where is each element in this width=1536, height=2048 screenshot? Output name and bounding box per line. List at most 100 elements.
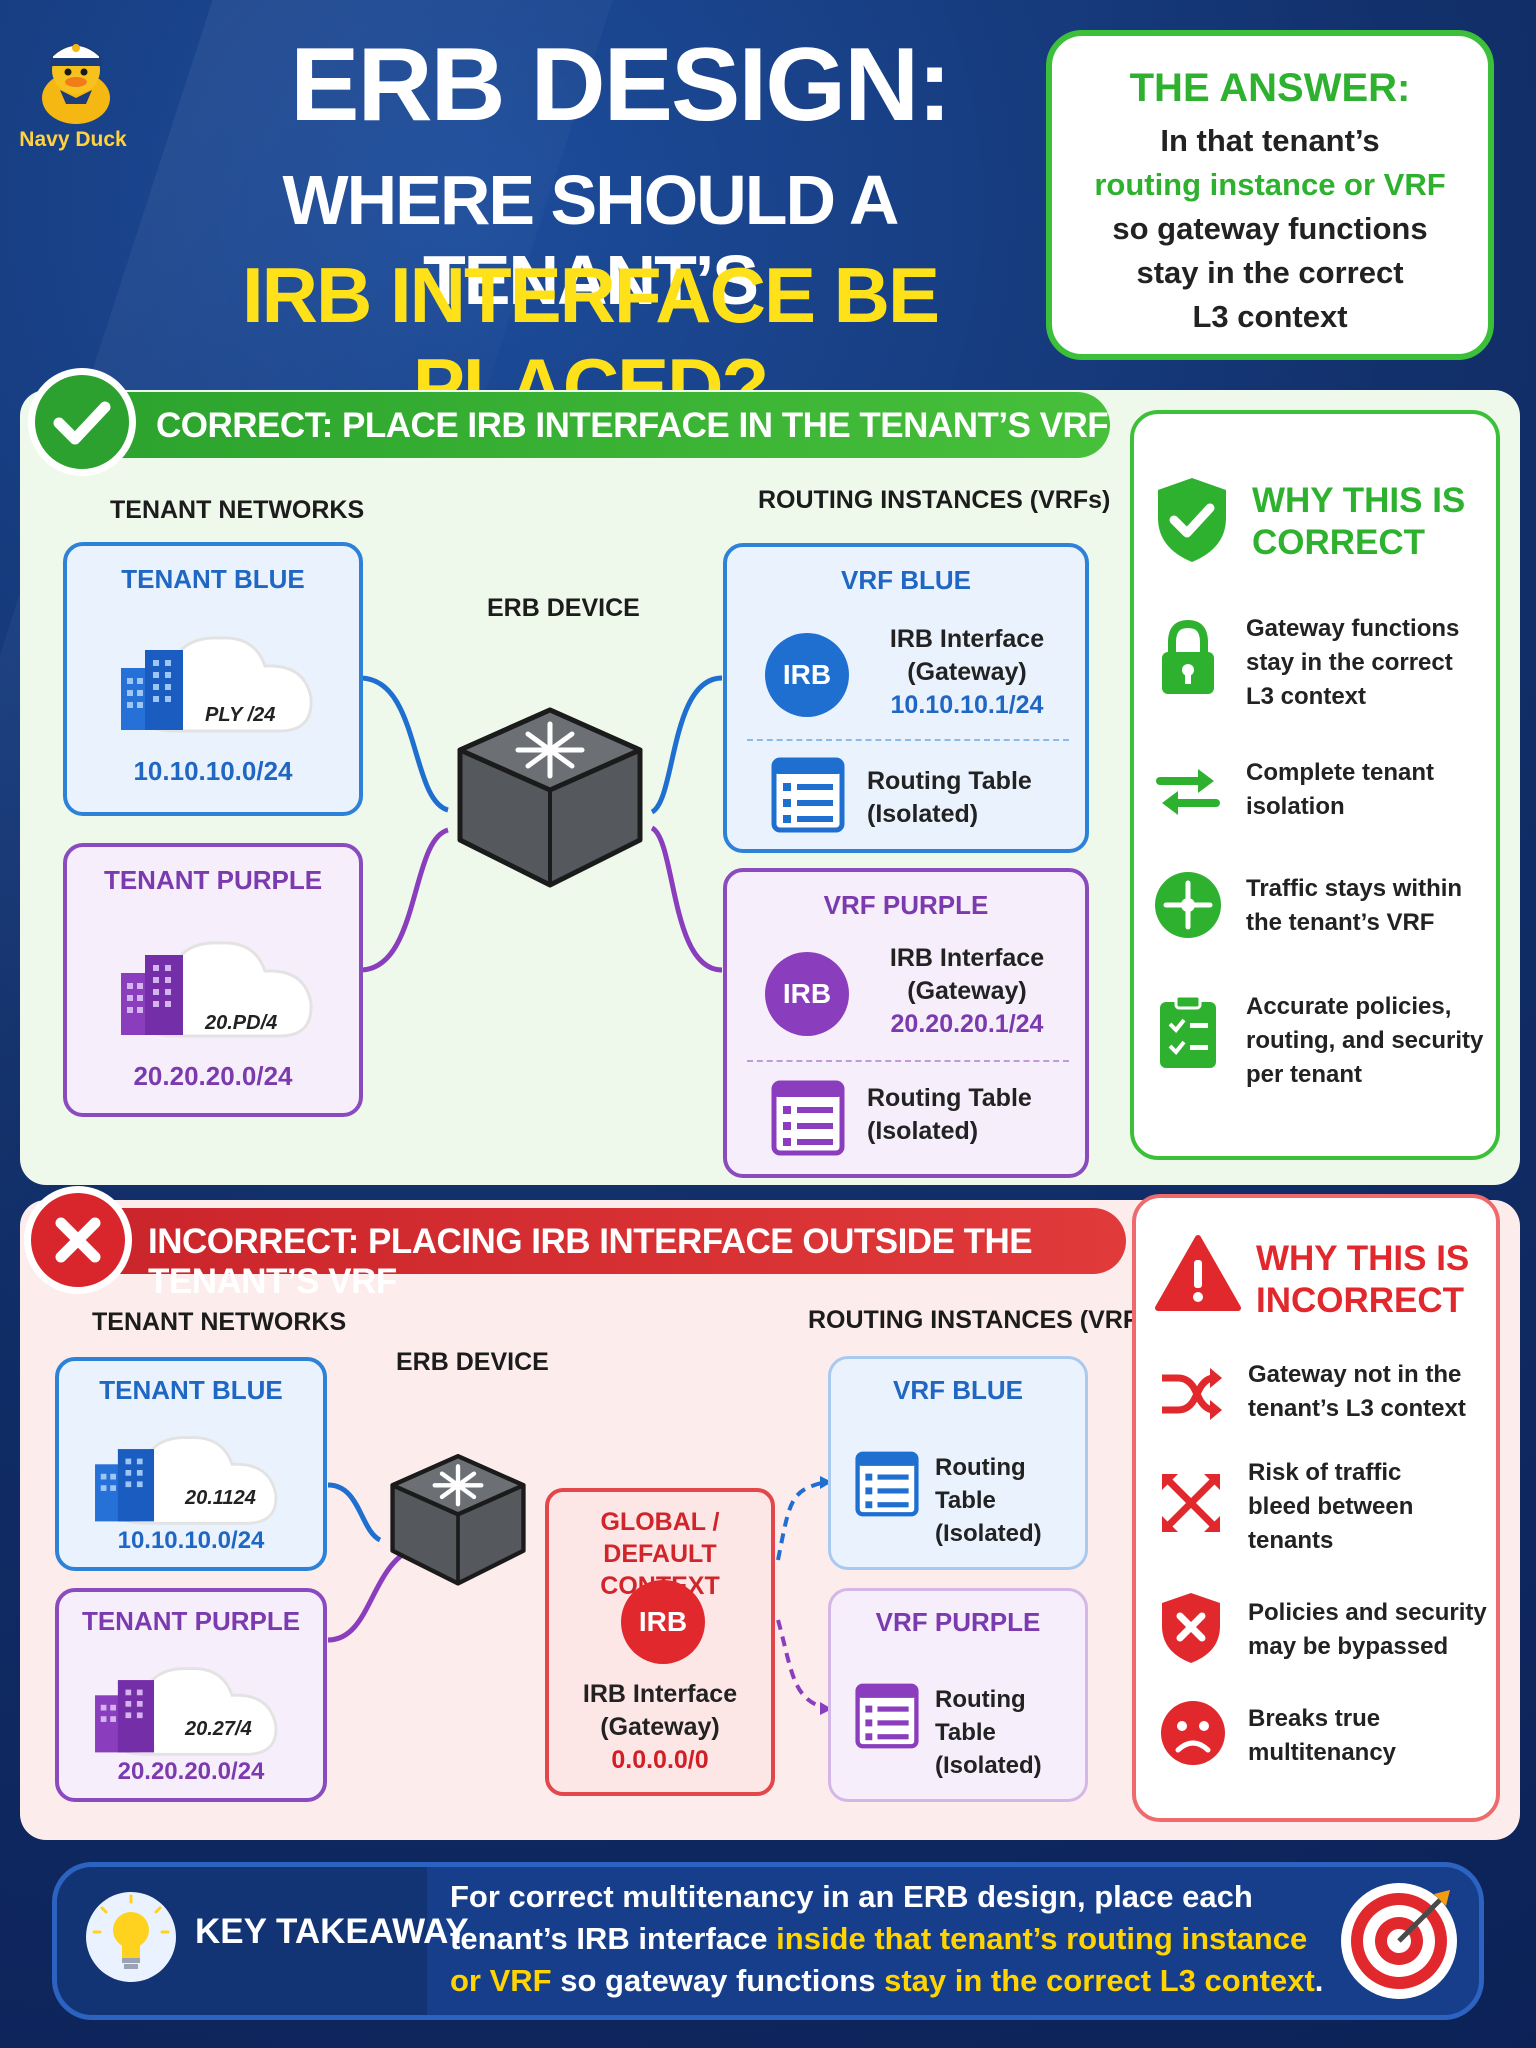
answer-line-3: so gateway functions — [1112, 211, 1428, 246]
answer-heading: THE ANSWER: — [1129, 66, 1411, 110]
shuffle-icon — [1162, 1368, 1222, 1420]
routing-table-icon — [855, 1683, 919, 1749]
vrf-blue-title: VRF BLUE — [841, 565, 971, 595]
item-line: routing, and security — [1246, 1027, 1484, 1054]
rt-line-2: (Isolated) — [867, 800, 979, 828]
incorrect-vrf-purple-box: VRF PURPLE Routing Table (Isolated) — [828, 1588, 1088, 1802]
tenant-networks-label: TENANT NETWORKS — [92, 1308, 347, 1336]
answer-line-5: L3 context — [1192, 299, 1348, 334]
irb-ip: 20.20.20.1/24 — [890, 1010, 1044, 1038]
item-line: the tenant’s VRF — [1246, 909, 1435, 936]
tenant-blue-title: TENANT BLUE — [99, 1375, 283, 1405]
cloud-icon — [95, 1436, 278, 1525]
item-line: isolation — [1246, 793, 1345, 820]
cloud-icon — [121, 941, 313, 1038]
why-correct-item-1: Gateway functions stay in the correct L3… — [1246, 612, 1459, 714]
item-line: Gateway not in the — [1248, 1361, 1462, 1388]
shield-check-icon — [1158, 478, 1226, 562]
erb-device-label: ERB DEVICE — [396, 1348, 549, 1376]
item-line: Gateway functions — [1246, 615, 1460, 642]
cloud-label: 20.27/4 — [185, 1718, 252, 1740]
incorrect-vrf-blue-box: VRF BLUE Routing Table (Isolated) — [828, 1356, 1088, 1570]
item-line: multitenancy — [1248, 1739, 1397, 1766]
item-line: tenant’s L3 context — [1248, 1395, 1466, 1422]
correct-banner: CORRECT: PLACE IRB INTERFACE IN THE TENA… — [60, 392, 1110, 458]
correct-vrf-purple-box: VRF PURPLE IRB IRB Interface (Gateway) 2… — [723, 868, 1089, 1178]
rt-line-2: (Isolated) — [867, 1117, 979, 1145]
checklist-icon — [1160, 994, 1216, 1068]
takeaway-part-2: so gateway functions — [551, 1963, 885, 1998]
why-incorrect-item-2: Risk of traffic bleed between tenants — [1248, 1456, 1413, 1558]
incorrect-tenant-blue-box: TENANT BLUE 20.1124 10.10.10.0/24 — [55, 1357, 327, 1571]
item-line: bleed between — [1248, 1493, 1414, 1520]
vrf-blue-title: VRF BLUE — [893, 1375, 1023, 1405]
correct-connection-lines — [359, 675, 723, 973]
lock-icon — [1162, 619, 1214, 694]
why-heading-line-2: CORRECT — [1252, 523, 1426, 562]
erb-switch-icon — [457, 707, 643, 888]
irb-line-2: (Gateway) — [907, 977, 1027, 1005]
answer-line-4: stay in the correct — [1136, 255, 1404, 290]
why-incorrect-item-4: Breaks true multitenancy — [1248, 1702, 1396, 1770]
tenant-blue-subnet: 10.10.10.0/24 — [133, 756, 293, 786]
why-correct-item-4: Accurate policies, routing, and security… — [1246, 990, 1483, 1092]
irb-badge: IRB — [765, 952, 849, 1036]
erb-device-label: ERB DEVICE — [487, 594, 640, 622]
why-correct-heading: WHY THIS IS CORRECT — [1252, 480, 1465, 564]
arrows-exchange-icon — [1156, 769, 1220, 815]
tenant-blue-subnet: 10.10.10.0/24 — [117, 1527, 265, 1554]
key-takeaway-text: For correct multitenancy in an ERB desig… — [450, 1876, 1330, 2002]
tenant-purple-subnet: 20.20.20.0/24 — [133, 1061, 293, 1091]
vrf-purple-title: VRF PURPLE — [875, 1607, 1041, 1637]
correct-tenant-purple-box: TENANT PURPLE 20.PD/4 20.20.20.0/24 — [63, 843, 363, 1117]
target-icon — [1341, 1883, 1457, 1999]
irb-interface-text: IRB Interface (Gateway) 0.0.0.0/0 — [549, 1678, 771, 1777]
irb-interface-text: IRB Interface (Gateway) 20.20.20.1/24 — [867, 942, 1067, 1041]
divider — [747, 739, 1069, 741]
sad-face-icon — [1161, 1701, 1225, 1765]
answer-line-1: In that tenant’s — [1160, 123, 1380, 158]
routing-table-text: Routing Table (Isolated) — [867, 765, 1037, 831]
answer-text: In that tenant’s routing instance or VRF… — [1052, 119, 1488, 339]
why-correct-box: WHY THIS IS CORRECT Gateway functions st… — [1130, 410, 1500, 1160]
irb-line-1: IRB Interface — [889, 625, 1045, 653]
brand-name: Navy Duck — [19, 128, 127, 151]
x-icon — [55, 1217, 101, 1263]
correct-check-badge — [28, 368, 136, 476]
tenant-purple-subnet: 20.20.20.0/24 — [117, 1758, 265, 1785]
incorrect-tenant-purple-box: TENANT PURPLE 20.27/4 20.20.20.0/24 — [55, 1588, 327, 1802]
correct-vrf-blue-box: VRF BLUE IRB IRB Interface (Gateway) 10.… — [723, 543, 1089, 853]
navy-duck-logo-icon — [42, 44, 110, 124]
why-heading-line-1: WHY THIS IS — [1256, 1239, 1470, 1278]
irb-interface-text: IRB Interface (Gateway) 10.10.10.1/24 — [867, 623, 1067, 722]
irb-badge: IRB — [621, 1580, 705, 1664]
rt-line-1: Routing Table — [935, 1454, 1026, 1514]
tenant-networks-label: TENANT NETWORKS — [110, 496, 365, 524]
cloud-icon — [95, 1667, 278, 1756]
item-line: Policies and security — [1248, 1599, 1487, 1626]
item-line: per tenant — [1246, 1061, 1363, 1088]
routing-table-text: Routing Table (Isolated) — [935, 1451, 1085, 1550]
why-correct-item-2: Complete tenant isolation — [1246, 756, 1434, 824]
why-incorrect-item-3: Policies and security may be bypassed — [1248, 1596, 1487, 1664]
item-line: Accurate policies, — [1246, 993, 1452, 1020]
cloud-label: 20.1124 — [185, 1487, 256, 1509]
item-line: stay in the correct — [1246, 649, 1453, 676]
irb-ip: 0.0.0.0/0 — [611, 1746, 709, 1774]
item-line: Breaks true — [1248, 1705, 1381, 1732]
irb-line-2: (Gateway) — [600, 1713, 720, 1741]
takeaway-highlight-2: stay in the correct L3 context — [884, 1963, 1315, 1998]
item-line: may be bypassed — [1248, 1633, 1449, 1660]
item-line: L3 context — [1246, 683, 1367, 710]
item-line: Risk of traffic — [1248, 1459, 1402, 1486]
cloud-label: PLY /24 — [205, 704, 276, 726]
incorrect-banner: INCORRECT: PLACING IRB INTERFACE OUTSIDE… — [60, 1208, 1126, 1301]
answer-line-2: routing instance or VRF — [1094, 167, 1446, 202]
global-line-1: GLOBAL / — [600, 1508, 720, 1536]
correct-tenant-blue-box: TENANT BLUE PLY /24 10.10.10.0/24 — [63, 542, 363, 816]
why-incorrect-heading: WHY THIS IS INCORRECT — [1256, 1238, 1469, 1322]
rt-line-2: (Isolated) — [935, 1752, 1042, 1779]
check-icon — [53, 401, 111, 445]
routing-instances-label: ROUTING INSTANCES (VRFs) — [808, 1306, 1161, 1334]
